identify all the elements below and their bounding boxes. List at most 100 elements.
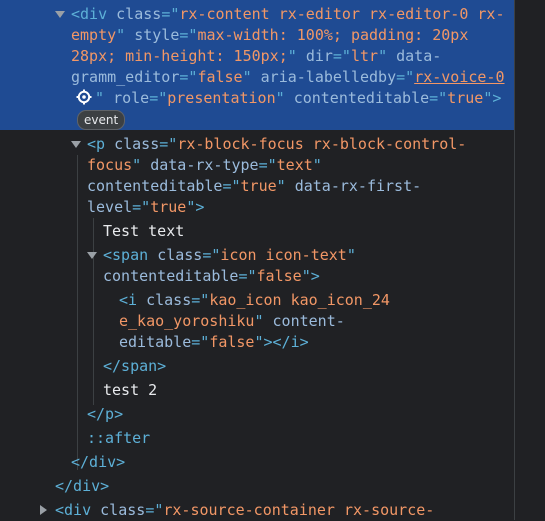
dom-line-5[interactable]: " role="presentation" contenteditable="t…: [95, 88, 501, 109]
attr-value: rx-content rx-editor rx-editor-0 rx-: [179, 5, 505, 23]
attr-name: gramm_editor: [71, 68, 180, 86]
attr-value: presentation: [167, 89, 276, 107]
attr-name: class: [116, 5, 162, 23]
attr-eq: =": [145, 501, 164, 519]
dom-line-22[interactable]: <div class="rx-source-container rx-sourc…: [55, 500, 434, 521]
attr-name: class: [114, 135, 160, 153]
attr-quote: ": [378, 47, 397, 65]
attr-value-link[interactable]: rx-voice-0: [414, 68, 505, 86]
dom-line-20[interactable]: </div>: [71, 452, 125, 473]
attr-name: contenteditable: [87, 177, 223, 195]
attr-value: true: [240, 177, 277, 195]
tag-end: </p>: [87, 405, 124, 423]
attr-quote: ": [132, 156, 151, 174]
dom-line-2[interactable]: empty" style="max-width: 100%; padding: …: [71, 25, 468, 46]
dom-line-4[interactable]: gramm_editor="false" aria-labelledby="rx…: [71, 67, 505, 88]
attr-value: focus: [87, 156, 133, 174]
dom-line-21[interactable]: </div>: [55, 476, 109, 497]
attr-name: level: [87, 198, 133, 216]
attr-name: role: [113, 89, 150, 107]
dom-line-3[interactable]: 28px; min-height: 150px;" dir="ltr" data…: [71, 46, 441, 67]
dom-line-13[interactable]: <i class="kao_icon kao_icon_24: [119, 290, 390, 311]
dom-line-18[interactable]: </p>: [87, 404, 123, 425]
pseudo-element: ::after: [87, 429, 151, 447]
attr-name: class: [146, 291, 192, 309]
tag-end: </span>: [103, 357, 167, 375]
attr-value: rx-block-focus rx-block-control-: [177, 135, 467, 153]
tag-end: </div>: [71, 453, 126, 471]
tag-open: <i: [119, 291, 147, 309]
attr-name: style: [134, 26, 180, 44]
dom-line-10[interactable]: Test text: [103, 221, 184, 242]
dom-line-7[interactable]: focus" data-rx-type="text": [87, 155, 322, 176]
attr-eq: =": [222, 177, 241, 195]
tag-open: <div: [71, 5, 117, 23]
attr-value: rx-source-container rx-source-: [163, 501, 435, 519]
attr-value: false: [209, 333, 255, 351]
attr-eq: =": [179, 68, 198, 86]
expand-triangle-icon[interactable]: [55, 11, 65, 18]
attr-name: data-: [396, 47, 442, 65]
dom-line-8[interactable]: contenteditable="true" data-rx-first-: [87, 176, 421, 197]
tag-open: <p: [87, 135, 115, 153]
indent-guide: [77, 155, 78, 470]
selected-node-highlight[interactable]: [0, 0, 514, 130]
attr-quote: ": [276, 177, 295, 195]
dom-line-14[interactable]: e_kao_yoroshiku" content-: [119, 311, 345, 332]
attr-value: true: [150, 198, 187, 216]
attr-eq: =": [429, 89, 448, 107]
attr-eq: =": [202, 246, 221, 264]
attr-quote: ": [312, 156, 322, 174]
attr-eq: =": [238, 267, 257, 285]
attr-value: false: [256, 267, 302, 285]
tag-close: ">: [301, 267, 320, 285]
text-node: Test text: [103, 222, 185, 240]
attr-name: aria-labelledby: [260, 68, 397, 86]
attr-eq: =": [132, 198, 151, 216]
tag-end: </div>: [55, 477, 110, 495]
event-badge[interactable]: event: [77, 110, 126, 130]
attr-value: kao_icon kao_icon_24: [209, 291, 390, 309]
attr-eq: =": [258, 156, 277, 174]
dom-line-6[interactable]: <p class="rx-block-focus rx-block-contro…: [87, 134, 466, 155]
attr-value: 28px; min-height: 150px;: [71, 47, 288, 65]
attr-name: data-rx-type: [150, 156, 259, 174]
attr-quote: ": [95, 89, 114, 107]
expand-triangle-icon[interactable]: [71, 141, 81, 148]
attr-name: editable: [119, 333, 192, 351]
dom-line-15[interactable]: editable="false"></i>: [119, 332, 309, 353]
collapse-triangle-icon[interactable]: [40, 505, 47, 515]
text-node: test 2: [103, 381, 158, 399]
attr-quote: ": [116, 26, 135, 44]
attr-quote: ": [242, 68, 261, 86]
indent-guide: [93, 218, 94, 405]
attr-eq: =": [159, 135, 178, 153]
elements-panel: <div class="rx-content rx-editor rx-edit…: [0, 0, 514, 520]
dom-line-9[interactable]: level="true">: [87, 197, 204, 218]
attr-eq: =": [332, 47, 351, 65]
dom-line-16[interactable]: </span>: [103, 356, 166, 377]
attr-eq: =": [396, 68, 415, 86]
scrollbar[interactable]: [514, 0, 545, 520]
attr-name: class: [157, 246, 203, 264]
tag-open: <div: [55, 501, 101, 519]
attr-quote: ": [275, 89, 294, 107]
gear-icon[interactable]: [76, 89, 92, 105]
attr-value: max-width: 100%; padding: 20px: [197, 26, 469, 44]
dom-line-17[interactable]: test 2: [103, 380, 157, 401]
attr-value: e_kao_yoroshiku: [119, 312, 255, 330]
dom-line-19[interactable]: ::after: [87, 428, 150, 449]
tag-close: ">: [186, 198, 205, 216]
attr-eq: =": [191, 333, 210, 351]
attr-name: dir: [305, 47, 333, 65]
dom-line-11[interactable]: <span class="icon icon-text": [103, 245, 356, 266]
tag-close: ">: [483, 89, 502, 107]
expand-triangle-icon[interactable]: [87, 252, 97, 259]
attr-name: contenteditable: [103, 267, 239, 285]
attr-value: empty: [71, 26, 117, 44]
attr-name: contenteditable: [293, 89, 430, 107]
attr-eq: =": [161, 5, 180, 23]
dom-line-12[interactable]: contenteditable="false">: [103, 266, 320, 287]
dom-line-1[interactable]: <div class="rx-content rx-editor rx-edit…: [71, 4, 504, 25]
tag-open: <span: [103, 246, 158, 264]
